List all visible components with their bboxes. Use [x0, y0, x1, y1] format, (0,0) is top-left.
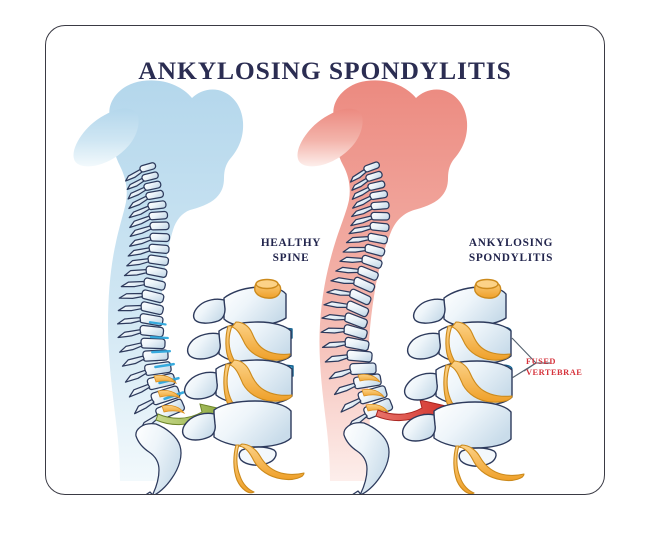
ankylosing-spine-column	[320, 161, 394, 494]
label-fused-vertebrae: FUSED VERTEBRAE	[526, 357, 583, 377]
infographic-card: ANKYLOSING SPONDYLITIS	[45, 25, 605, 495]
fused-vertebrae-leader-line	[511, 337, 550, 379]
healthy-vertebrae-detail	[181, 278, 305, 494]
ankylosing-vertebrae-detail	[401, 278, 525, 494]
healthy-lumbar-nerves	[153, 375, 186, 415]
label-healthy-spine: HEALTHY SPINE	[260, 237, 322, 264]
page-title: ANKYLOSING SPONDYLITIS	[138, 56, 512, 85]
illustration-canvas	[73, 80, 550, 494]
label-ankylosing-spondylitis: ANKYLOSING SPONDYLITIS	[468, 237, 554, 264]
healthy-spine-column	[116, 162, 186, 494]
